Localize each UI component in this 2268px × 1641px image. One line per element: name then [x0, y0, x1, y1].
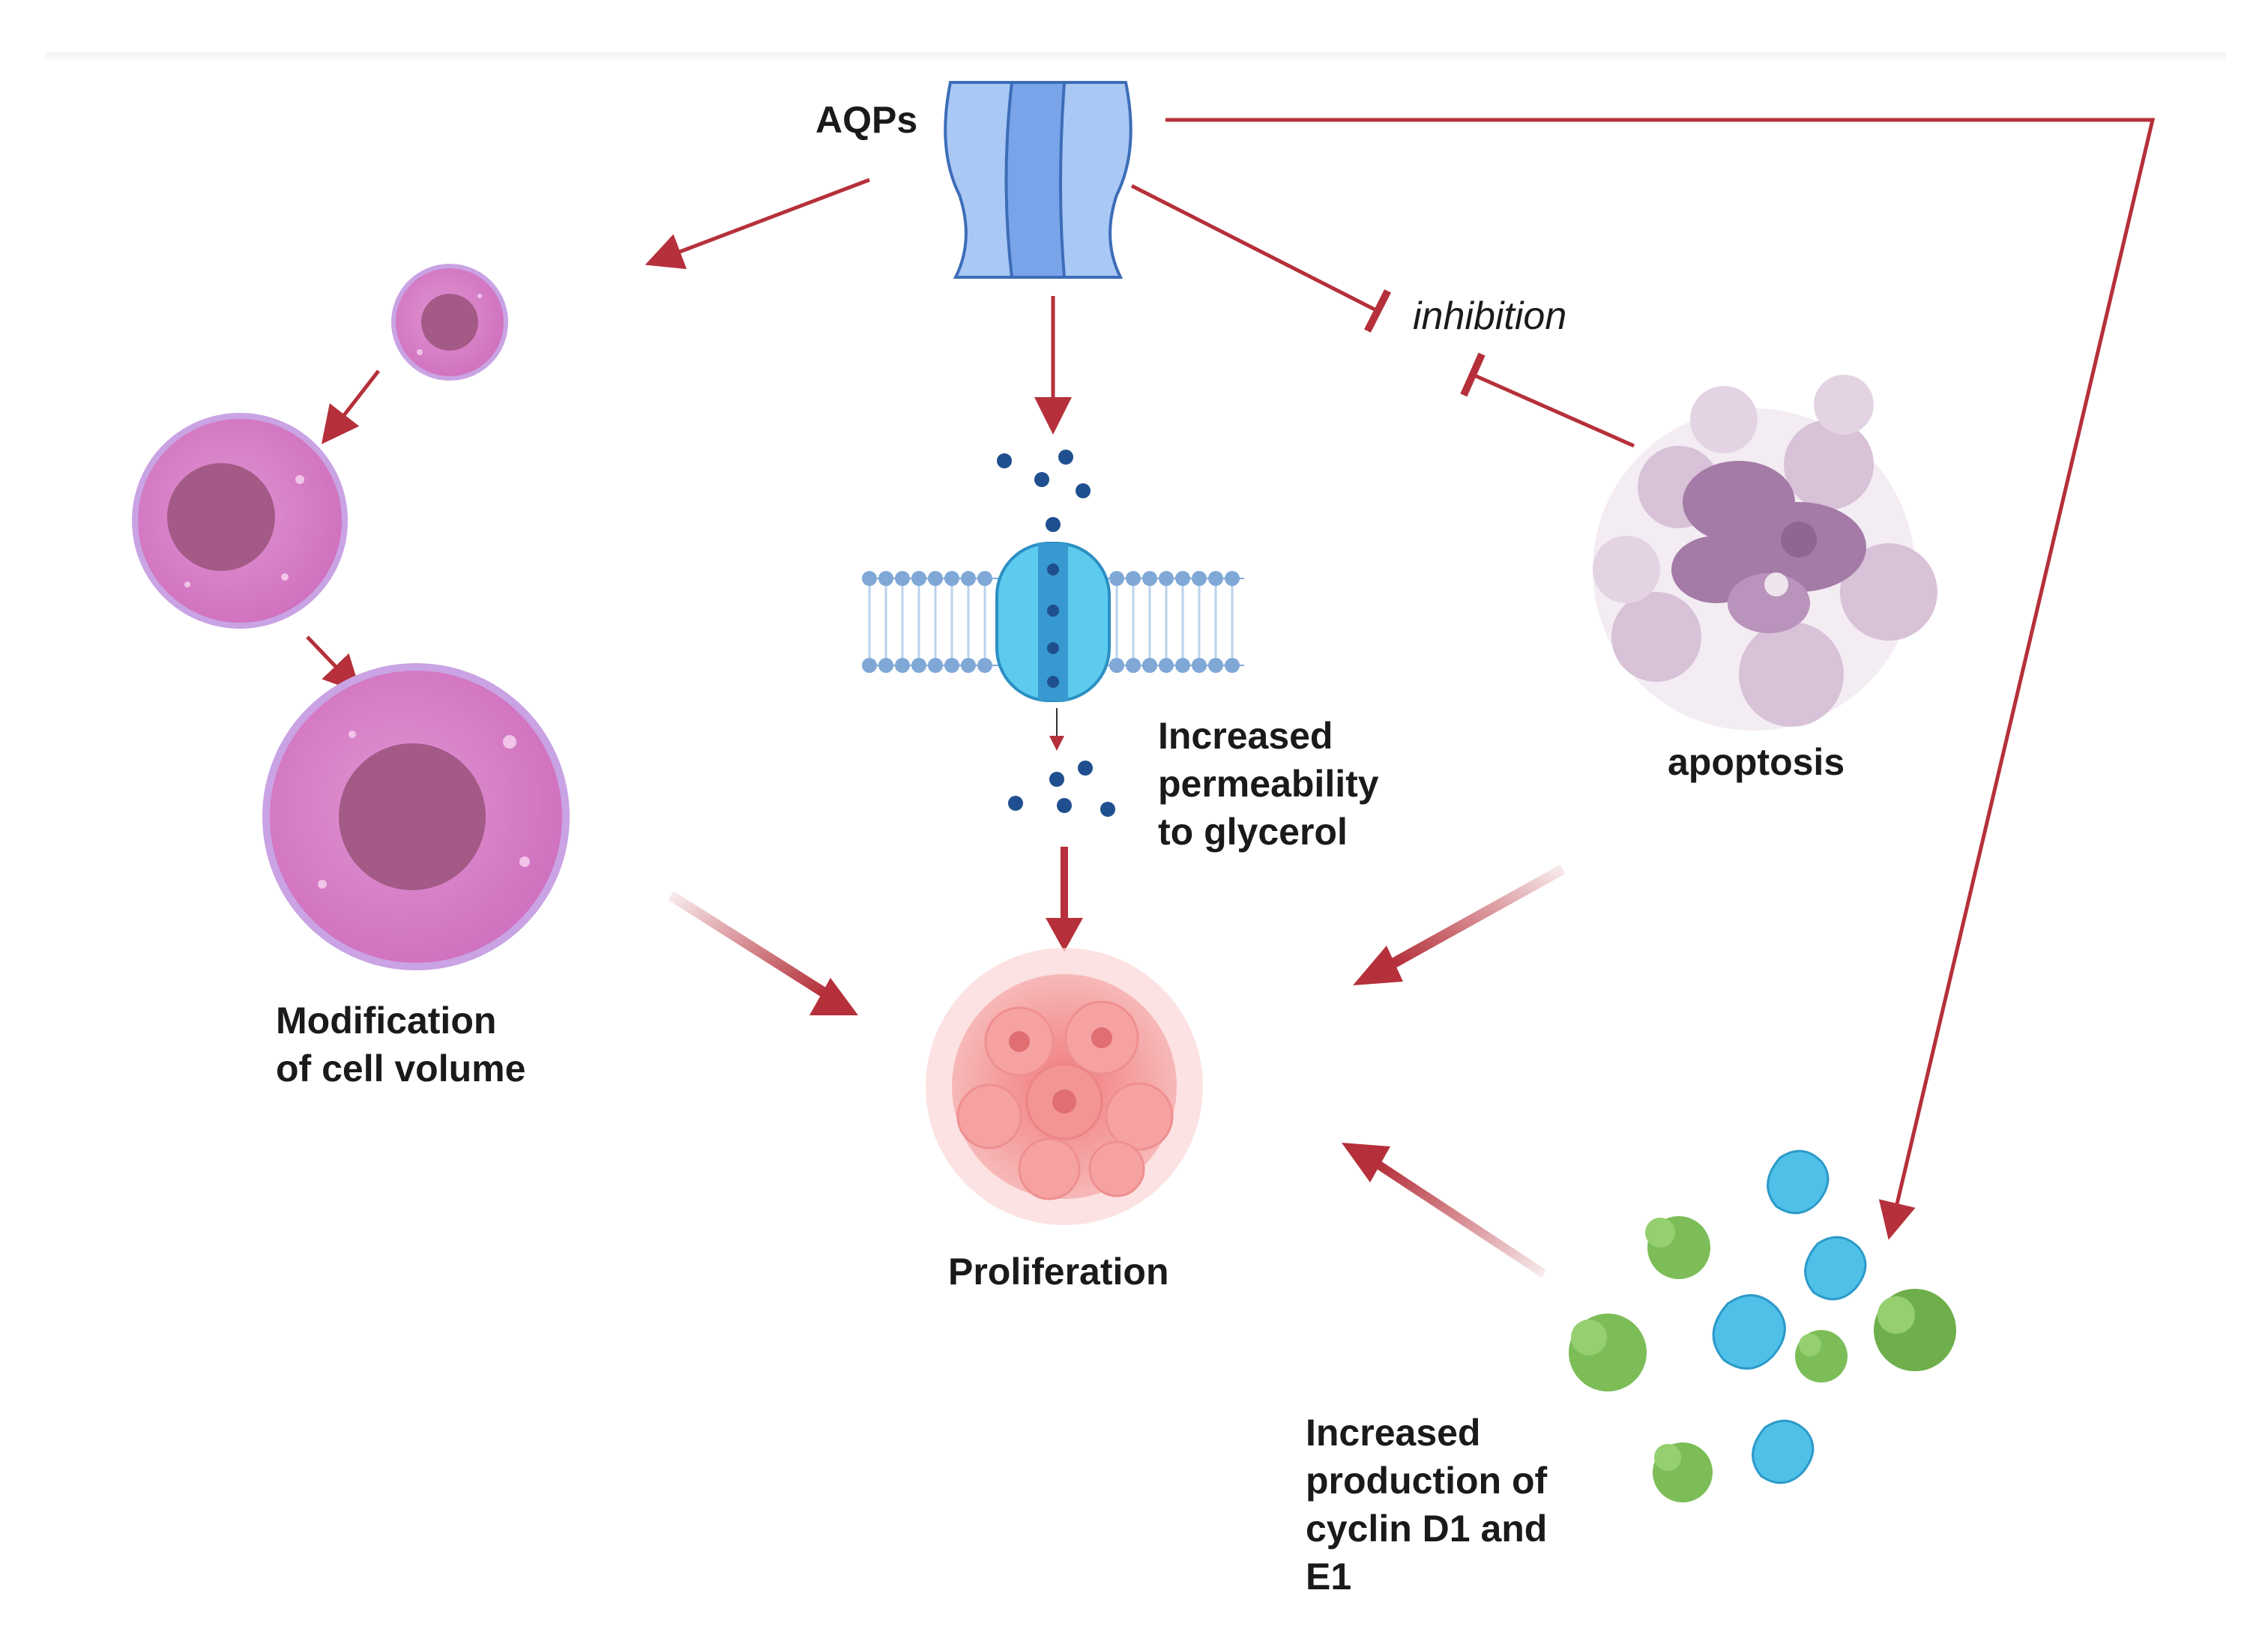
cyclin-line-3: cyclin D1 and	[1306, 1508, 1548, 1550]
top-divider	[45, 52, 2226, 63]
phospholipid-head	[1225, 571, 1240, 586]
aqps-label: AQPs	[815, 99, 918, 141]
phospholipid-head	[928, 571, 943, 586]
phospholipid-head	[1142, 571, 1157, 586]
cell-icon-small	[391, 264, 508, 381]
phospholipid-head	[944, 658, 959, 673]
phospholipid-head	[1126, 571, 1141, 586]
phospholipid-head	[1109, 658, 1124, 673]
phospholipid-head	[895, 571, 910, 586]
phospholipid-head	[878, 658, 893, 673]
phospholipid-head	[1159, 658, 1174, 673]
phospholipid-head	[862, 571, 877, 586]
phospholipid-head	[961, 571, 976, 586]
phospholipid-head	[928, 658, 943, 673]
cell-icon-medium	[132, 413, 348, 629]
cell-volume-label: Modification of cell volume	[276, 997, 525, 1093]
phospholipid-head	[911, 658, 926, 673]
glycerol-molecules-top	[997, 450, 1091, 532]
arrow-glycerol-to-proliferation	[1046, 847, 1083, 952]
phospholipid-head	[878, 571, 893, 586]
tumor-cluster-icon	[926, 948, 1203, 1225]
proliferation-label: Proliferation	[948, 1251, 1169, 1293]
cyclin-line-2: production of	[1306, 1460, 1548, 1502]
cyclin-label: Increased production of cyclin D1 and E1	[1306, 1409, 1547, 1601]
cyclin-protein-icon-green	[1569, 1216, 1956, 1502]
phospholipid-head	[1175, 658, 1190, 673]
phospholipid-head	[1175, 571, 1190, 586]
cell-icon-large	[262, 663, 570, 970]
phospholipid-head	[1159, 571, 1174, 586]
permeability-label: Increased permeability to glycerol	[1158, 712, 1379, 856]
cell-volume-line-2: of cell volume	[276, 1048, 526, 1090]
phospholipid-head	[977, 658, 992, 673]
phospholipid-head	[961, 658, 976, 673]
phospholipid-head	[944, 571, 959, 586]
phospholipid-head	[1142, 658, 1157, 673]
phospholipid-head	[895, 658, 910, 673]
phospholipid-head	[1208, 571, 1223, 586]
arrow-apoptosis-to-proliferation	[1353, 864, 1566, 985]
cyclin-line-4: E1	[1306, 1556, 1352, 1598]
aquaporin-channel-icon	[944, 81, 1133, 279]
glycerol-molecules-bottom	[1008, 761, 1115, 817]
arrow-cyclin-to-proliferation	[1342, 1143, 1547, 1278]
phospholipid-head	[977, 571, 992, 586]
phospholipid-head	[1109, 571, 1124, 586]
arrow-aqp-to-cyclin	[1165, 118, 2156, 1240]
inhibit-line-aqp	[1130, 184, 1392, 333]
cell-volume-line-1: Modification	[276, 1000, 497, 1042]
permeability-line-3: to glycerol	[1158, 811, 1348, 853]
arrow-aqp-to-cell	[645, 178, 870, 270]
phospholipid-head	[1126, 658, 1141, 673]
phospholipid-head	[1208, 658, 1223, 673]
cyclin-protein-icon-blue	[1712, 1149, 1867, 1484]
membrane-channel-icon	[862, 542, 1244, 751]
phospholipid-head	[1225, 658, 1240, 673]
apoptosis-label: apoptosis	[1668, 741, 1845, 783]
phospholipid-head	[911, 571, 926, 586]
permeability-line-1: Increased	[1158, 715, 1333, 757]
inhibit-line-apoptosis	[1460, 352, 1635, 448]
inhibition-label: inhibition	[1413, 294, 1567, 338]
permeability-line-2: permeability	[1158, 763, 1379, 805]
phospholipid-head	[1192, 658, 1207, 673]
arrow-cell-growth-1	[321, 369, 380, 444]
apoptotic-cell-icon	[1593, 375, 1937, 731]
arrow-volume-to-proliferation	[668, 891, 858, 1015]
phospholipid-head	[1192, 571, 1207, 586]
phospholipid-head	[862, 658, 877, 673]
cyclin-line-1: Increased	[1306, 1412, 1481, 1454]
